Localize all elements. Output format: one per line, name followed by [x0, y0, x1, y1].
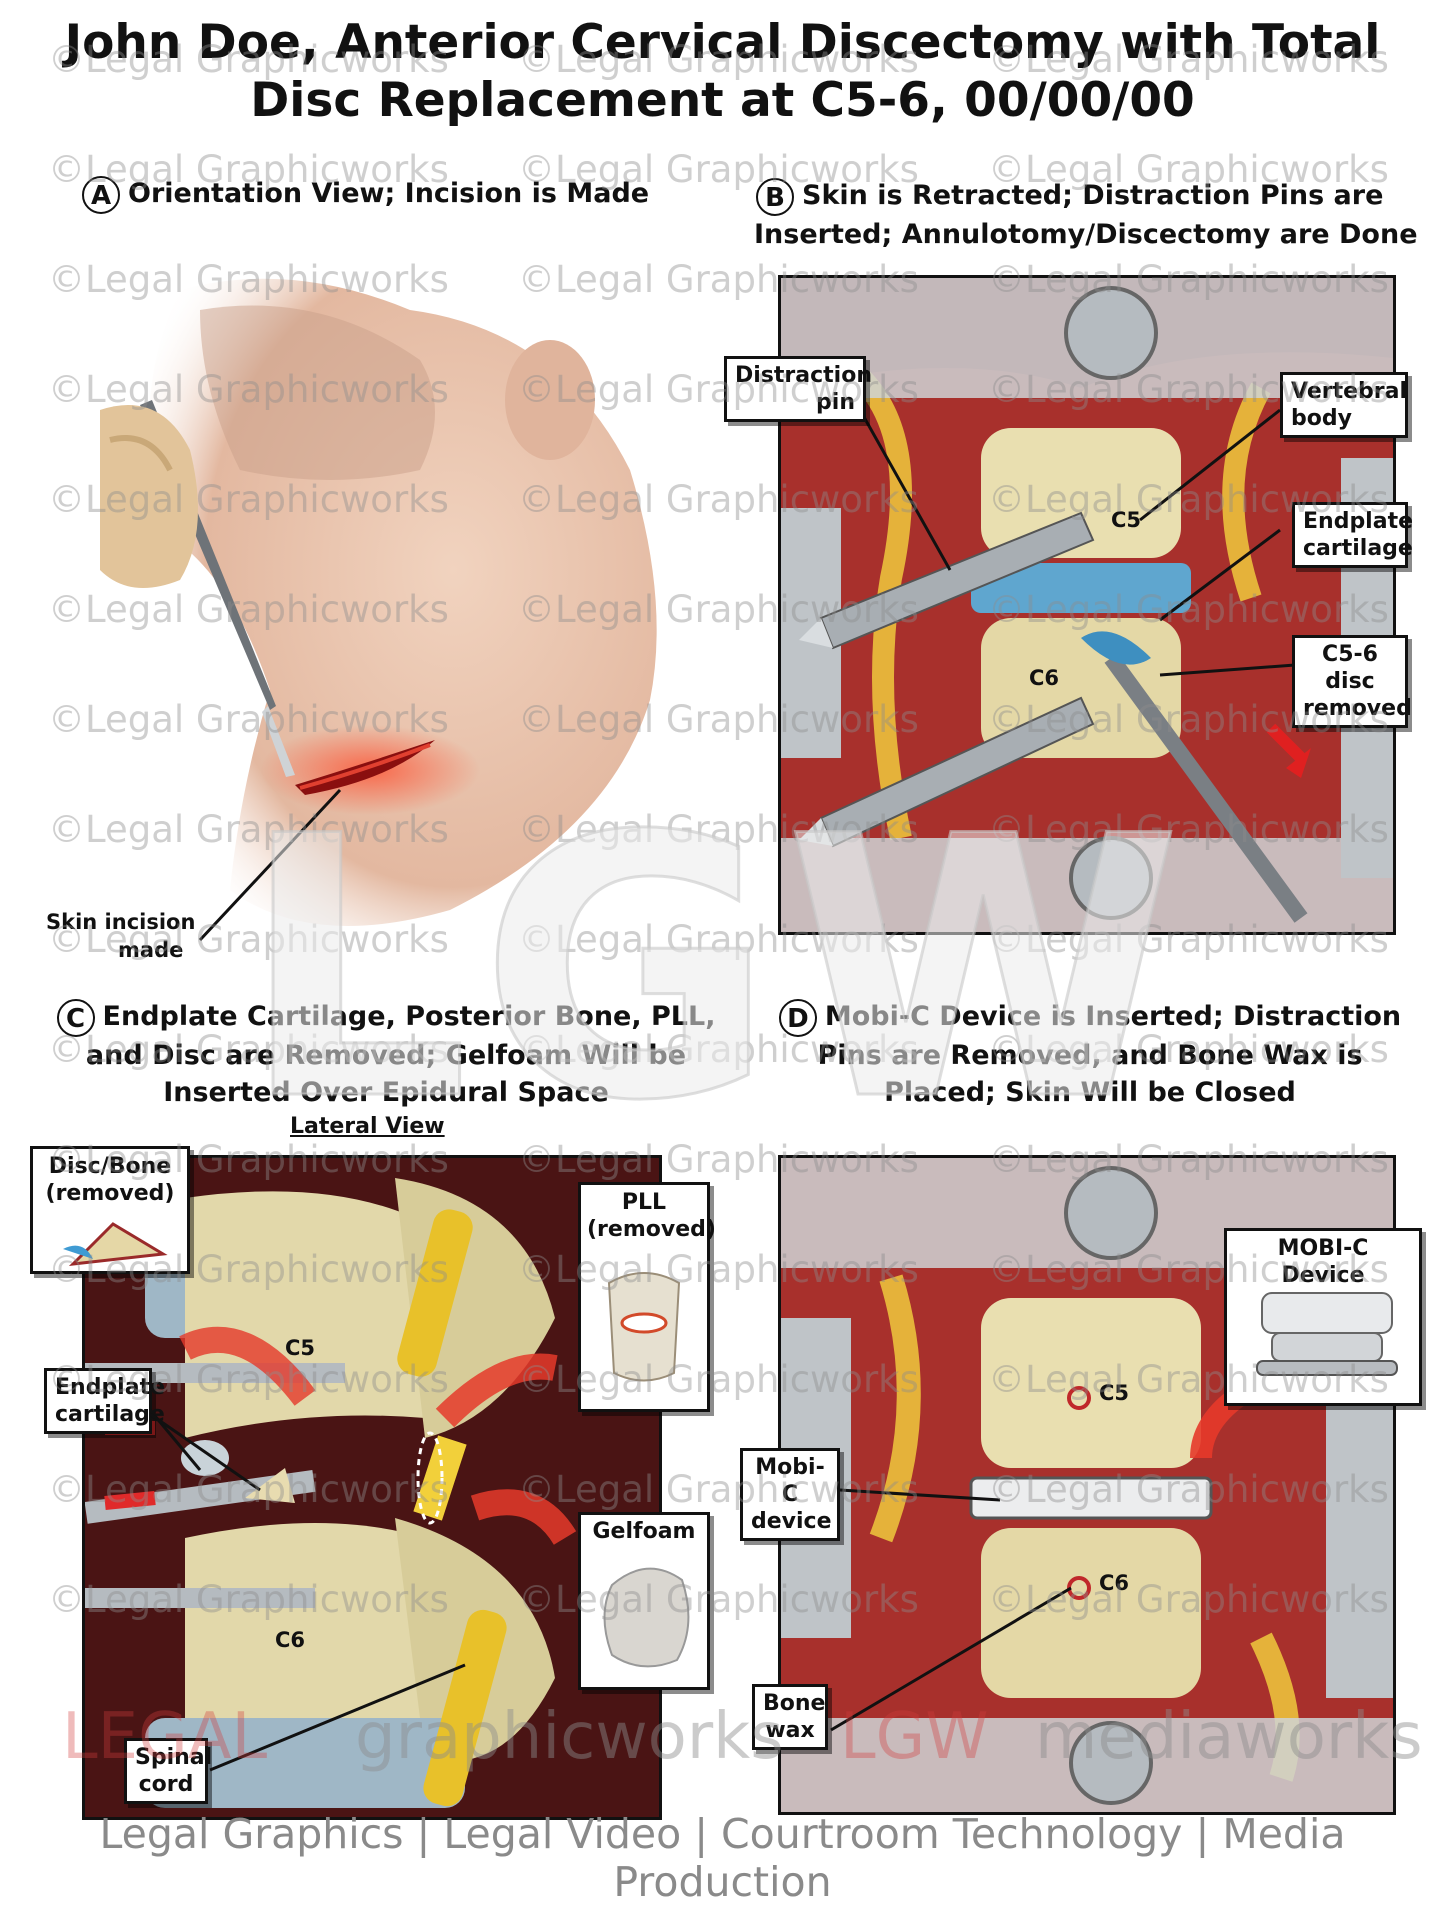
b-c5-label: C5: [1111, 508, 1142, 532]
distraction-pin-lower-icon: [799, 696, 1095, 848]
bone-wax-leader-line: [830, 1586, 1072, 1732]
label-vertebral-body: Vertebral body: [1280, 372, 1408, 438]
panel-b-letter: B: [756, 177, 794, 216]
d-c5-label: C5: [1099, 1381, 1130, 1405]
panel-c-image: C5 C6: [82, 1155, 662, 1820]
c-c6-label: C6: [275, 1628, 306, 1652]
c-c5-label: C5: [285, 1336, 316, 1360]
distraction-pin-upper-icon: [799, 511, 1095, 650]
panel-b-leader-lines: [858, 408, 1296, 677]
neck-illustration: [100, 278, 657, 926]
label-mobi-c: Mobi-C device: [740, 1448, 840, 1541]
label-disc-removed: C5-6 disc removed: [1292, 635, 1412, 728]
label-mobi-c-device-box: MOBI-C Device: [1224, 1228, 1422, 1406]
disc-bone-fragment-icon: [63, 1222, 168, 1266]
page-title: John Doe, Anterior Cervical Discectomy w…: [0, 14, 1445, 130]
label-pll-removed: PLL (removed): [578, 1182, 716, 1412]
panel-c-letter: C: [56, 998, 95, 1037]
b-c6-label: C6: [1029, 666, 1060, 690]
panel-d-letter: D: [778, 998, 817, 1037]
incision-leader-line: [198, 788, 342, 942]
title-line-2: Disc Replacement at C5-6, 00/00/00: [250, 73, 1195, 128]
label-disc-bone-removed: Disc/Bone (removed): [30, 1146, 190, 1274]
mobi-c-implant-icon: [1256, 1292, 1398, 1376]
footer-tagline: Legal Graphics | Legal Video | Courtroom…: [99, 1810, 1346, 1906]
lateral-spine-view: [85, 1158, 659, 1817]
panel-a-caption-text: Orientation View; Incision is Made: [128, 178, 650, 209]
gelfoam-sponge-icon: [603, 1567, 690, 1668]
panel-b-image: C5 C6: [778, 275, 1396, 935]
panel-a-letter: A: [82, 175, 120, 214]
label-bone-wax: Bone wax: [752, 1684, 828, 1750]
label-distraction-pin: Distraction pin: [724, 356, 872, 422]
spinal-cord-yellow-upper-icon: [397, 1209, 473, 1377]
label-endplate-cartilage-b: Endplate cartilage: [1292, 502, 1413, 568]
label-skin-incision: Skin incision made: [46, 910, 196, 962]
panel-c-leader-lines: [148, 1409, 261, 1492]
lateral-view-subtitle: Lateral View: [290, 1114, 445, 1139]
panel-a-caption: A Orientation View; Incision is Made: [82, 175, 649, 214]
title-line-1: John Doe, Anterior Cervical Discectomy w…: [64, 15, 1381, 70]
label-gelfoam: Gelfoam: [578, 1512, 710, 1690]
spinal-cord-leader-line: [209, 1663, 466, 1772]
mobi-c-leader-line: [840, 1488, 1001, 1502]
spinal-cord-yellow-lower-icon: [423, 1609, 507, 1807]
label-endplate-cartilage-c: Endplate cartilage: [44, 1368, 165, 1434]
surgical-field-b: [781, 278, 1393, 932]
d-c6-label: C6: [1099, 1571, 1130, 1595]
label-spinal-cord: Spinal cord: [124, 1738, 212, 1804]
pll-ligament-icon: [607, 1272, 681, 1382]
